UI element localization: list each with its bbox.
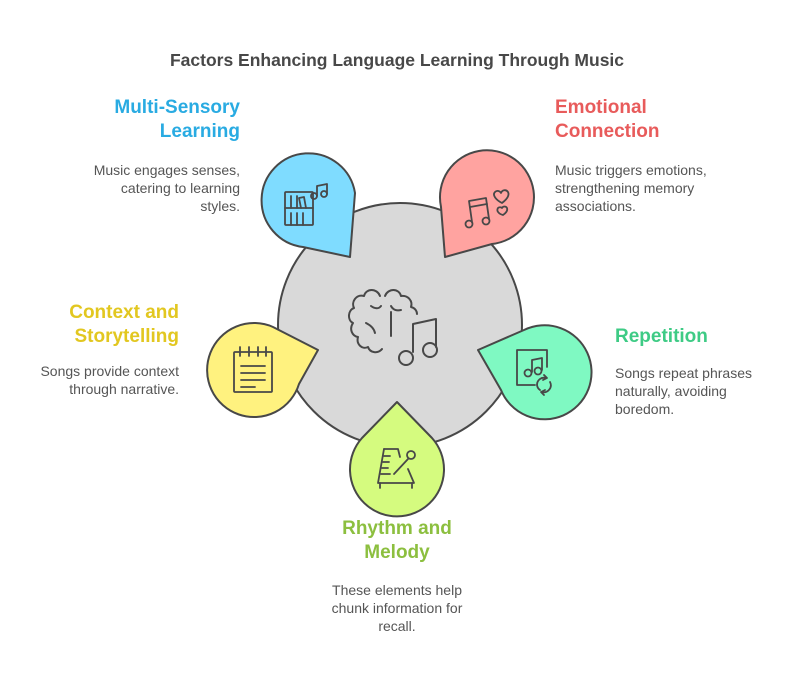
desc-line: These elements help: [332, 582, 462, 598]
desc-line: boredom.: [615, 401, 675, 417]
heading-line: Multi-Sensory: [114, 97, 240, 118]
factor-heading-emotional: Emotional Connection: [555, 96, 755, 144]
diagram-title: Factors Enhancing Language Learning Thro…: [169, 50, 625, 70]
factor-desc-context: Songs provide context through narrative.: [10, 362, 179, 398]
heading-line: Context and: [69, 302, 179, 323]
desc-line: associations.: [555, 198, 636, 214]
factor-heading-multi-sensory: Multi-Sensory Learning: [60, 96, 240, 144]
desc-line: Music triggers emotions,: [555, 162, 707, 178]
factor-heading-repetition: Repetition: [615, 325, 785, 349]
brain-music-icon: [348, 289, 438, 366]
heading-line: Storytelling: [74, 326, 179, 347]
bookshelf-music-icon: [284, 183, 328, 226]
heading-line: Connection: [555, 121, 660, 142]
factor-desc-multi-sensory: Music engages senses, catering to learni…: [40, 161, 240, 215]
heading-line: Rhythm and: [342, 518, 452, 539]
factor-desc-rhythm: These elements help chunk information fo…: [297, 581, 497, 635]
desc-line: Songs repeat phrases: [615, 365, 752, 381]
petal-context: [206, 322, 319, 418]
petal-multi-sensory: [260, 152, 356, 258]
desc-line: through narrative.: [69, 381, 179, 397]
desc-line: recall.: [378, 618, 416, 634]
notepad-icon: [233, 346, 273, 393]
desc-line: Songs provide context: [40, 363, 179, 379]
factor-desc-repetition: Songs repeat phrases naturally, avoiding…: [615, 364, 790, 418]
heading-line: Melody: [364, 542, 430, 563]
music-hearts-icon: [464, 189, 510, 229]
desc-line: styles.: [200, 198, 240, 214]
music-repeat-icon: [516, 349, 552, 396]
petal-rhythm: [349, 401, 445, 518]
heading-line: Emotional: [555, 97, 647, 118]
desc-line: strengthening memory: [555, 180, 695, 196]
heading-line: Repetition: [615, 326, 708, 347]
factor-heading-rhythm: Rhythm and Melody: [297, 517, 497, 565]
factor-desc-emotional: Music triggers emotions, strengthening m…: [555, 161, 775, 215]
desc-line: Music engages senses,: [93, 162, 240, 178]
desc-line: chunk information for: [331, 600, 463, 616]
desc-line: naturally, avoiding: [615, 383, 727, 399]
factor-heading-context: Context and Storytelling: [20, 301, 179, 349]
metronome-icon: [377, 448, 416, 489]
desc-line: catering to learning: [120, 180, 240, 196]
heading-line: Learning: [159, 121, 240, 142]
